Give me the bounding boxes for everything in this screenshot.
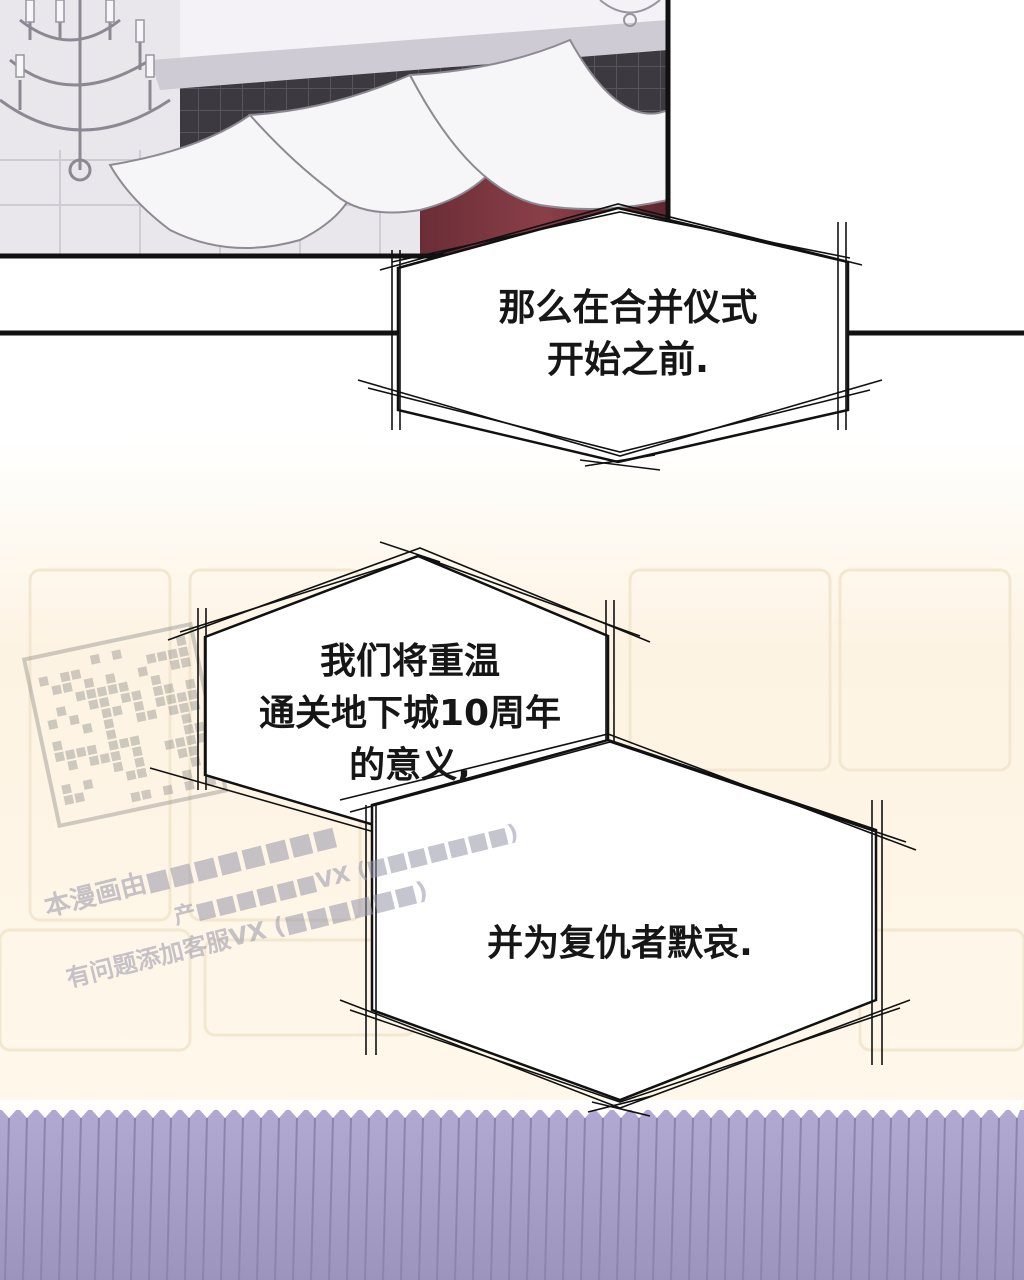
bubble-2-text: 我们将重温 通关地下城10周年 的意义, <box>212 636 608 792</box>
watermark-qr-icon <box>21 621 229 829</box>
stage-skirt <box>0 1100 1024 1280</box>
bubble-2-line-3: 的意义, <box>349 745 471 786</box>
bubble-1-text: 那么在合并仪式 开始之前. <box>448 282 808 386</box>
chandelier-right <box>599 0 661 27</box>
bubble-2-line-1: 我们将重温 <box>319 641 500 682</box>
bubble-1-line-1: 那么在合并仪式 <box>498 286 758 329</box>
bubble-1-line-2: 开始之前. <box>546 338 710 381</box>
bubble-2-line-2: 通关地下城10周年 <box>258 693 562 734</box>
bubble-3-text: 并为复仇者默哀. <box>420 918 820 970</box>
bubble-3-shape <box>370 738 878 1102</box>
bubble-1-shape <box>396 206 850 464</box>
bubble-3-line-1: 并为复仇者默哀. <box>487 923 753 964</box>
